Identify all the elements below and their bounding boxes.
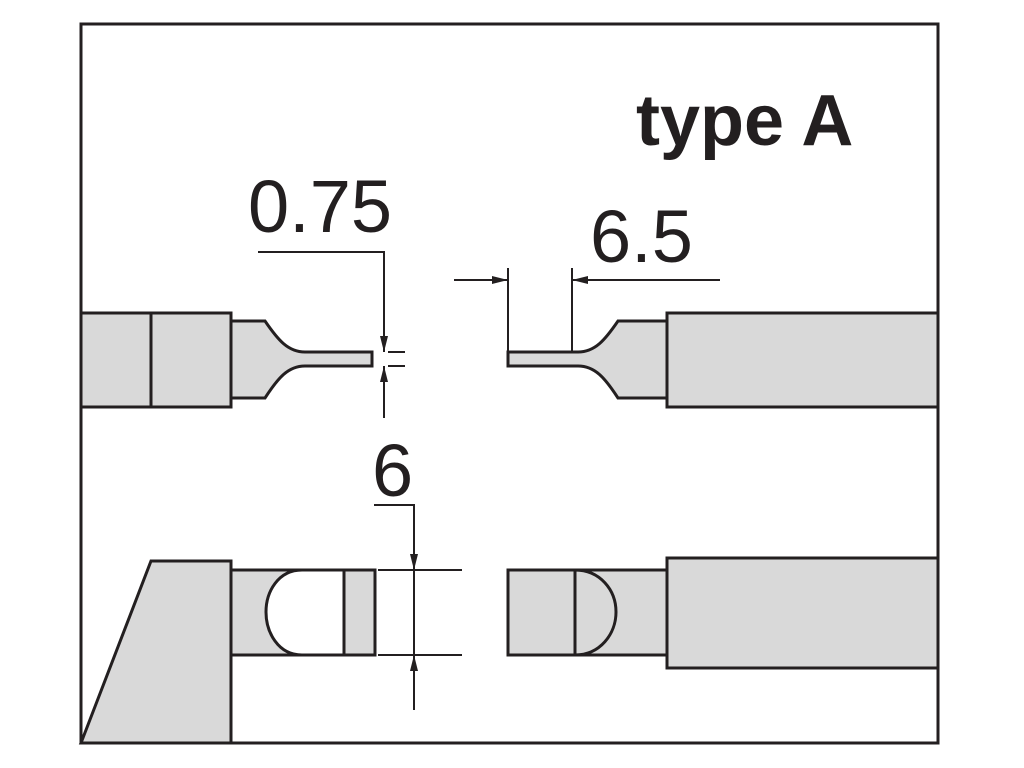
bottom-left-frame-arm xyxy=(78,559,233,745)
bottom-left-frame xyxy=(78,559,377,745)
top-right-blade xyxy=(506,319,669,400)
top-left-spindle xyxy=(79,311,374,409)
dim-6-arrow-up xyxy=(410,655,418,671)
bottom-right-spindle xyxy=(506,556,940,670)
top-right-spindle xyxy=(506,311,940,409)
dim-6-leader xyxy=(374,504,415,570)
dimension-6: 6 xyxy=(372,429,462,710)
top-left-body-inner xyxy=(149,311,233,409)
dim-0-75-label: 0.75 xyxy=(248,165,392,248)
dim-6-arrow-down xyxy=(410,554,418,570)
dim-6-5-arrow-right xyxy=(492,276,508,284)
dim-6-5-arrow-left xyxy=(572,276,588,284)
dim-0-75-leader xyxy=(258,251,385,352)
bottom-left-anvil-face xyxy=(264,568,346,657)
dim-6-5-label: 6.5 xyxy=(590,195,693,278)
top-left-body-outer xyxy=(79,311,153,409)
diagram-title: type A xyxy=(636,81,853,161)
bottom-right-body xyxy=(665,556,940,670)
dimension-0-75: 0.75 xyxy=(248,165,405,418)
top-right-body xyxy=(665,311,940,409)
dim-0-75-arrow-up xyxy=(380,366,388,382)
dimension-6-5: 6.5 xyxy=(454,195,720,352)
bottom-right-blade-face xyxy=(573,568,618,657)
dim-6-label: 6 xyxy=(372,429,413,512)
dim-0-75-arrow-down xyxy=(380,336,388,352)
top-left-blade xyxy=(229,319,374,400)
